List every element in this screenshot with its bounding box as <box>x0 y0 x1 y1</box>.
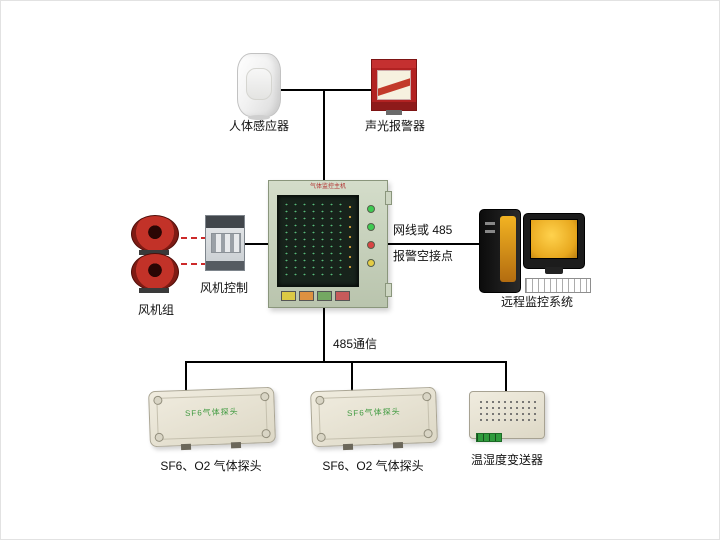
gas-probe-1-figure: SF6气体探头 <box>148 386 276 451</box>
probe1-port-2 <box>230 442 242 449</box>
probe1-screw-tr <box>260 391 270 402</box>
pir-base <box>248 115 270 120</box>
screen-status-column <box>345 202 355 276</box>
fan-figure-2 <box>129 253 181 293</box>
pir-sensor-label: 人体感应器 <box>228 119 289 133</box>
computer-keyboard <box>525 278 591 293</box>
panel-mount-tab-top <box>385 191 392 205</box>
probe1-screw-bl <box>154 432 164 443</box>
transmitter-terminal-block <box>476 433 502 442</box>
probe2-port-1 <box>342 443 354 451</box>
fan-foot-1 <box>139 250 169 255</box>
fan-wheel-1 <box>131 215 179 253</box>
panel-button-orange <box>299 291 314 301</box>
contactor-terminals <box>211 233 241 253</box>
panel-button-yellow <box>281 291 296 301</box>
alarm-stripe <box>378 71 410 98</box>
connector-top-vertical <box>323 89 325 181</box>
probe2-screw-tr <box>422 391 432 402</box>
remote-system-label: 远程监控系统 <box>500 295 573 309</box>
connector-bus-horizontal <box>185 361 507 363</box>
sound-light-alarm-figure <box>371 59 417 115</box>
connector-fancontrol-panel <box>243 243 269 245</box>
led-green-1 <box>367 205 375 213</box>
probe2-port-2 <box>392 442 404 449</box>
bus-485-label: 485通信 <box>333 337 378 351</box>
connector-bus-drop-2 <box>351 361 353 393</box>
panel-button-green <box>317 291 332 301</box>
probe2-screw-br <box>423 428 433 439</box>
uplink-label-line2: 报警空接点 <box>393 249 454 263</box>
led-green-2 <box>367 223 375 231</box>
monitor-screen <box>530 219 578 259</box>
alarm-foot <box>386 110 402 115</box>
connector-panel-bus <box>323 306 325 363</box>
led-red <box>367 241 375 249</box>
alarm-face <box>377 70 411 100</box>
tower-drive-slot-1 <box>485 222 495 225</box>
sound-light-alarm-label: 声光报警器 <box>364 119 425 133</box>
connector-fan-dashed-2 <box>181 263 207 265</box>
probe1-screw-br <box>261 428 271 439</box>
tower-front-panel <box>500 216 516 282</box>
panel-mount-tab-bottom <box>385 283 392 297</box>
fan-wheel-2 <box>131 253 179 291</box>
monitor-stand <box>545 267 563 274</box>
tower-drive-slot-2 <box>485 230 495 233</box>
control-panel-screen <box>277 195 359 287</box>
led-yellow <box>367 259 375 267</box>
pir-sensor-figure <box>237 53 281 120</box>
fan-group-label: 风机组 <box>137 303 174 317</box>
humidity-transmitter-figure <box>469 391 545 442</box>
gas-probe-2-figure: SF6气体探头 <box>310 386 438 451</box>
fan-figure-1 <box>129 215 181 255</box>
connector-bus-drop-1 <box>185 361 187 395</box>
connector-top-horizontal <box>269 89 375 91</box>
connector-bus-drop-3 <box>505 361 507 393</box>
probe2-screw-bl <box>316 432 326 443</box>
screen-dot-matrix <box>282 201 342 278</box>
transmitter-vents <box>478 399 536 423</box>
uplink-label-line1: 网线或 485 <box>393 223 453 237</box>
gas-probe-2-label: SF6、O2 气体探头 <box>322 459 424 473</box>
connector-fan-dashed-1 <box>181 237 207 239</box>
computer-tower <box>479 209 521 293</box>
fan-control-figure <box>205 215 245 271</box>
panel-button-red <box>335 291 350 301</box>
fan-foot-2 <box>139 288 169 293</box>
pir-lens <box>246 68 272 100</box>
control-panel-title: 气体监控主机 <box>309 184 346 190</box>
humidity-transmitter-label: 温湿度变送器 <box>470 453 543 467</box>
probe1-port-1 <box>180 443 192 451</box>
control-panel-figure: 气体监控主机 <box>268 180 392 308</box>
connector-panel-computer <box>386 243 481 245</box>
fan-control-label: 风机控制 <box>199 281 248 295</box>
contactor-bottom <box>206 261 244 270</box>
computer-monitor <box>523 213 585 269</box>
contactor-top <box>206 216 244 228</box>
gas-probe-1-label: SF6、O2 气体探头 <box>160 459 262 473</box>
